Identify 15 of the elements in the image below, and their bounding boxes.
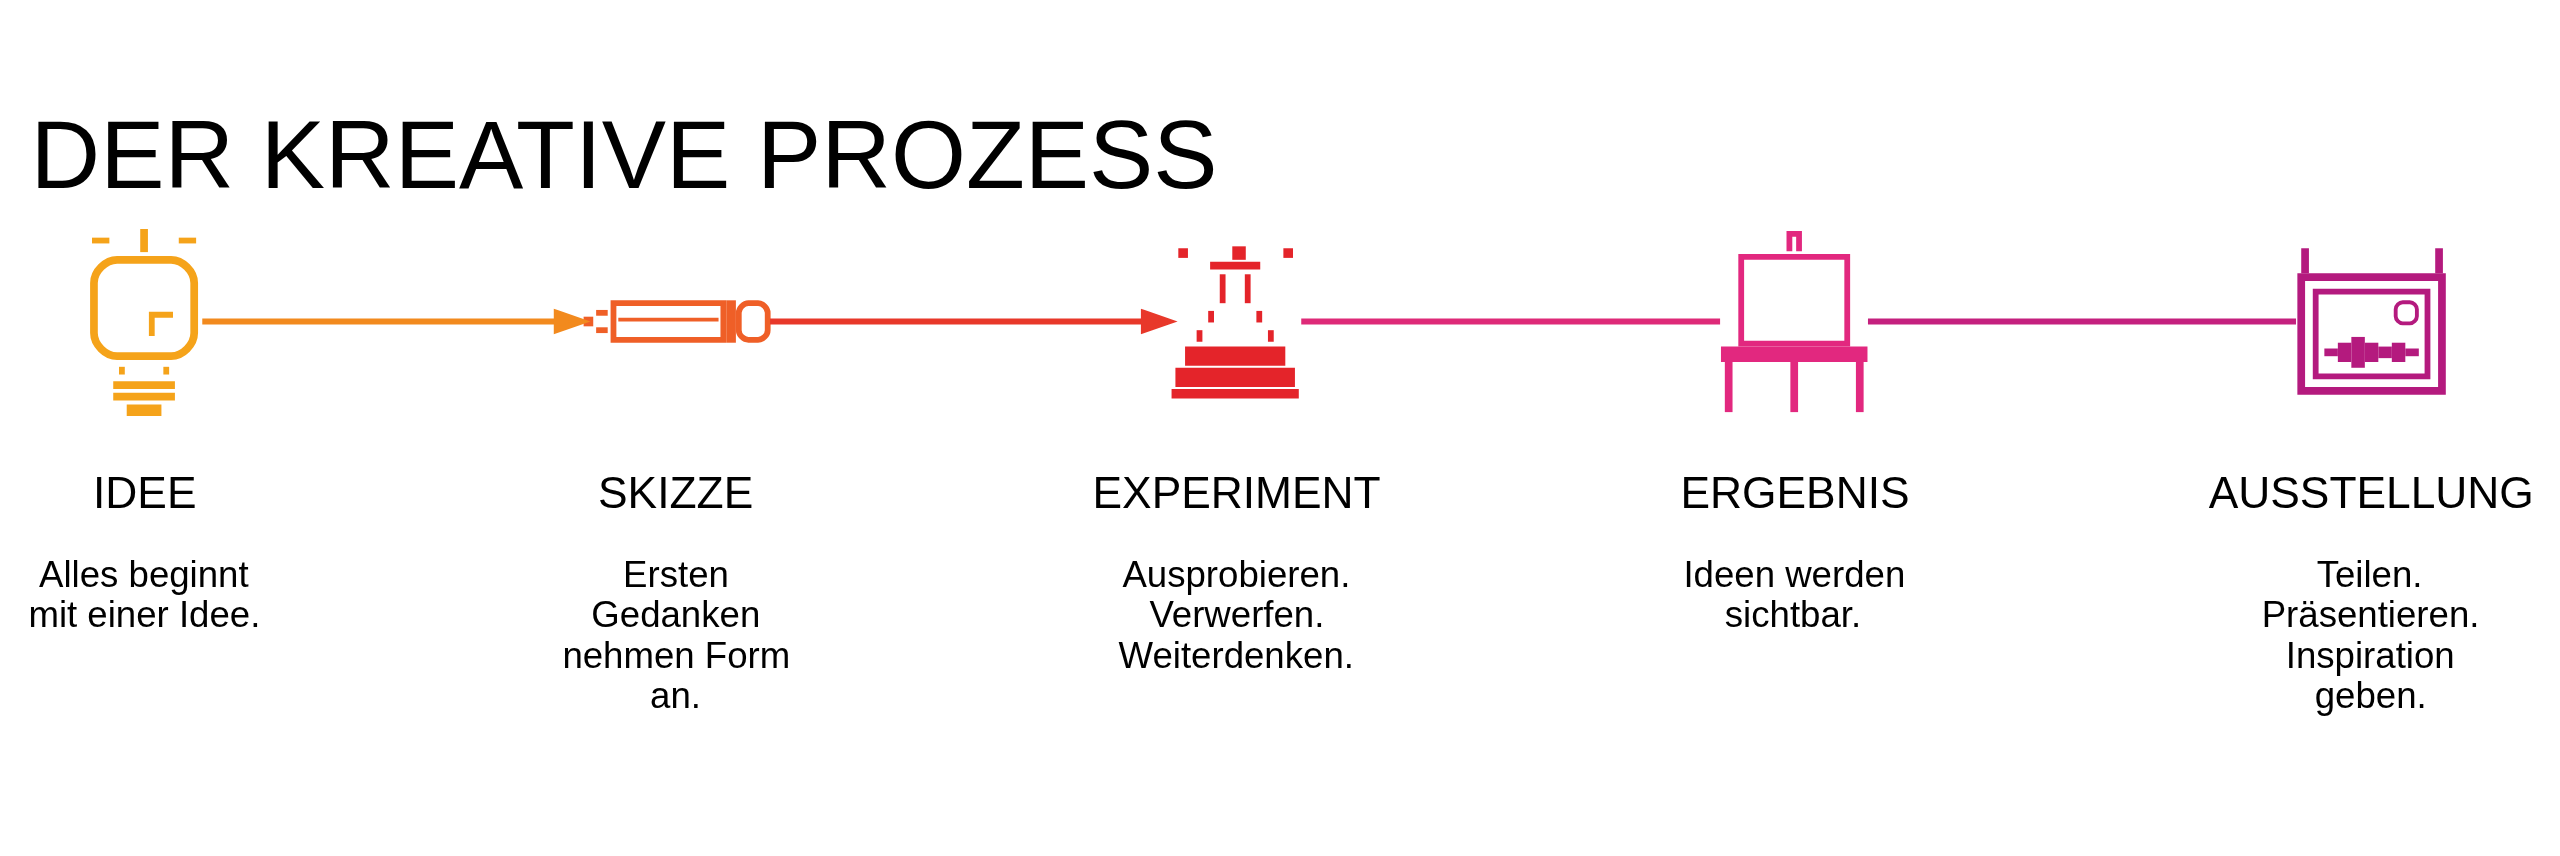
node-label: AUSSTELLUNG	[2208, 467, 2534, 517]
node-label: Ersten Gedanken nehmen Form an.	[562, 553, 791, 716]
node-label: IDEE	[92, 467, 197, 517]
node-label: Teilen. Präsentieren. Inspiration geben.	[2261, 553, 2480, 716]
connector	[1867, 318, 2296, 324]
node-label: Ausprobieren. Verwerfen. Weiterdenken.	[1118, 553, 1354, 676]
diagram-title: DER KREATIVE PROZESS	[30, 100, 1218, 208]
node-label: Alles beginnt mit einer Idee.	[28, 553, 261, 635]
connector	[1301, 318, 1721, 324]
node-label: EXPERIMENT	[1092, 467, 1381, 517]
arrow	[202, 308, 591, 334]
node-label: Ideen werden sichtbar.	[1683, 553, 1906, 635]
node-label: ERGEBNIS	[1680, 467, 1910, 517]
node-label: SKIZZE	[598, 467, 754, 517]
arrow	[770, 308, 1178, 334]
